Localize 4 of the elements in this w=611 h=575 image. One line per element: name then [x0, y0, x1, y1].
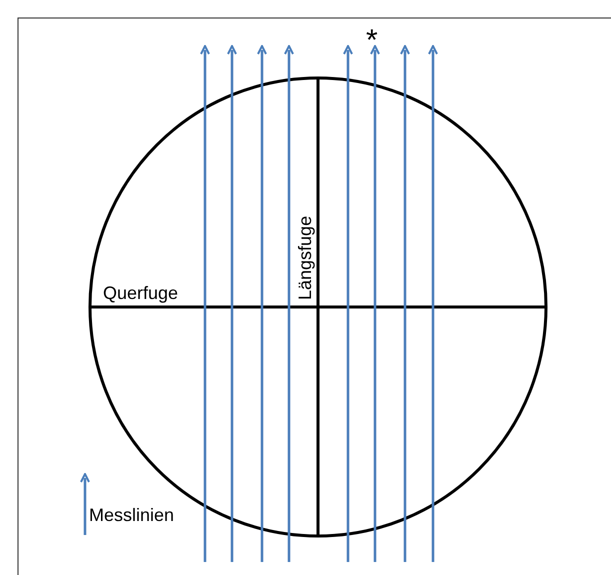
joint-label: Längsfuge	[296, 216, 314, 300]
joint-label: Querfuge	[103, 284, 178, 302]
legend-label: Messlinien	[89, 506, 174, 524]
asterisk-mark: *	[366, 26, 378, 56]
